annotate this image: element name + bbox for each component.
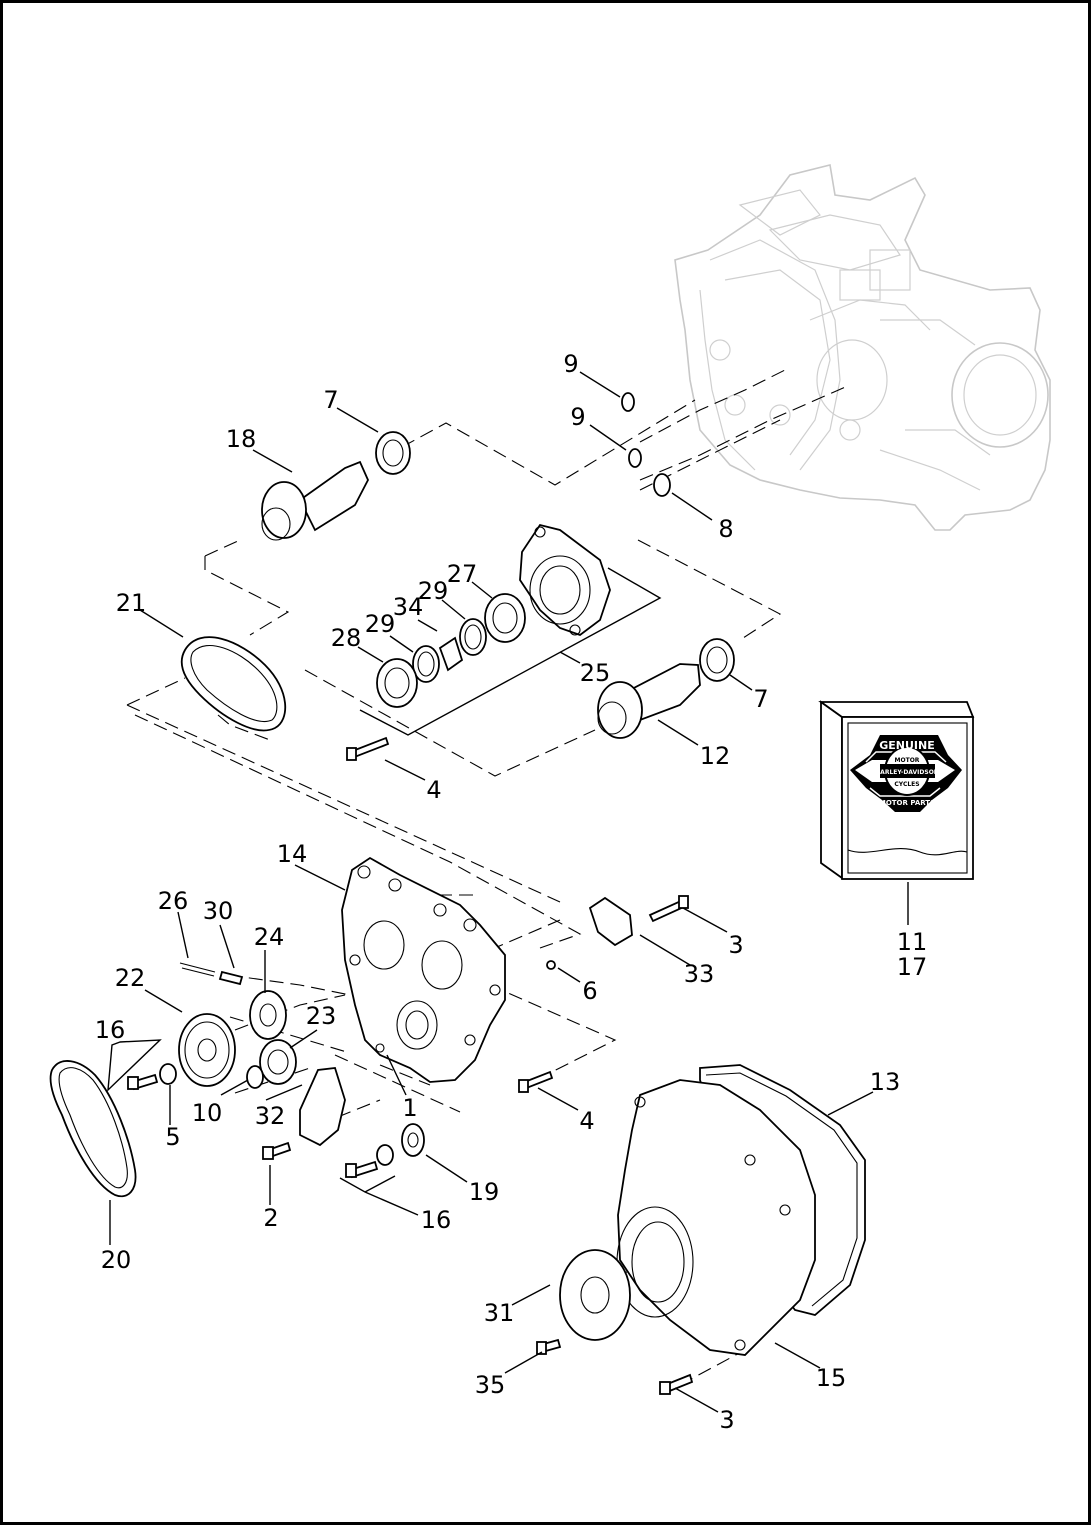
callout-29-lower: 29: [365, 610, 396, 638]
check-ball: [546, 960, 556, 970]
callout-20: 20: [101, 1246, 132, 1274]
logo-bottom-text: MOTOR PARTS: [879, 799, 935, 807]
callout-7-lower: 7: [753, 685, 768, 713]
cam-support-plate: [359, 523, 662, 736]
cam-support-housing: [341, 856, 506, 1083]
bolt-2: [262, 1141, 292, 1160]
leader-lines: [107, 371, 909, 1413]
callout-22: 22: [115, 964, 146, 992]
primary-cam-chain: [180, 636, 287, 732]
callout-9-lower: 9: [570, 403, 585, 431]
crank-sprocket: [178, 1013, 236, 1087]
tensioner-lower: [299, 1067, 346, 1147]
callout-2: 2: [263, 1204, 278, 1232]
callout-18: 18: [226, 425, 257, 453]
callout-5: 5: [165, 1123, 180, 1151]
lower-bolt-sprocket: [345, 1123, 425, 1179]
callout-30: 30: [203, 897, 234, 925]
callout-23: 23: [306, 1002, 337, 1030]
washers-group: [246, 990, 297, 1089]
callout-4-upper: 4: [426, 776, 441, 804]
spring-and-valve: [179, 962, 244, 986]
rear-camshaft: [261, 431, 411, 541]
callout-31: 31: [484, 1299, 515, 1327]
callout-24: 24: [254, 923, 285, 951]
lower-bolt-4: [518, 1070, 554, 1093]
callout-11: 11: [897, 928, 928, 956]
callout-6: 6: [582, 977, 597, 1005]
callout-labels: 9 9 8 7 18 21 27 29 34 29 28 25 7 12 4 1…: [95, 350, 928, 1434]
callout-3-lower: 3: [719, 1406, 734, 1434]
callout-7-upper: 7: [323, 386, 338, 414]
genuine-motor-parts-logo: GENUINE MOTOR HARLEY-DAVIDSON CYCLES MOT…: [850, 735, 962, 812]
callout-14: 14: [277, 840, 308, 868]
callout-1: 1: [402, 1094, 417, 1122]
o-rings: [621, 392, 671, 497]
callout-16-left: 16: [95, 1016, 126, 1044]
callout-25: 25: [580, 659, 611, 687]
tensioner-upper: [588, 895, 689, 947]
callout-10: 10: [192, 1099, 223, 1127]
logo-top-text: GENUINE: [879, 739, 935, 752]
callout-29-upper: 29: [418, 577, 449, 605]
callout-16-lower: 16: [421, 1206, 452, 1234]
upper-bolt: [346, 736, 390, 761]
callout-27: 27: [447, 560, 478, 588]
callout-9-upper: 9: [563, 350, 578, 378]
callout-35: 35: [475, 1371, 506, 1399]
callout-8: 8: [718, 515, 733, 543]
logo-brand: HARLEY-DAVIDSON: [875, 769, 939, 776]
secondary-cam-chain: [49, 1060, 137, 1198]
bearing-washer-row: [376, 593, 526, 708]
callout-13: 13: [870, 1068, 901, 1096]
inspection-plate: [536, 1249, 631, 1355]
callout-19: 19: [469, 1178, 500, 1206]
callout-15: 15: [816, 1364, 847, 1392]
exploded-view-diagram: GENUINE MOTOR HARLEY-DAVIDSON CYCLES MOT…: [49, 164, 1051, 1434]
callout-32: 32: [255, 1102, 286, 1130]
logo-ring-bottom: CYCLES: [894, 781, 919, 788]
callout-34: 34: [393, 593, 424, 621]
crankcase-ghost: [674, 164, 1051, 531]
alignment-dashes: [126, 369, 851, 1386]
callout-3-upper: 3: [728, 931, 743, 959]
front-camshaft: [597, 638, 735, 739]
callout-21: 21: [116, 589, 147, 617]
callout-12: 12: [700, 742, 731, 770]
callout-28: 28: [331, 624, 362, 652]
callout-26: 26: [158, 887, 189, 915]
logo-ring-top: MOTOR: [895, 757, 920, 764]
lower-cover-bolt: [659, 1373, 694, 1395]
callout-17: 17: [897, 953, 928, 981]
sprocket-bolt-washer: [127, 1063, 177, 1091]
callout-4-lower: 4: [579, 1107, 594, 1135]
callout-33: 33: [684, 960, 715, 988]
